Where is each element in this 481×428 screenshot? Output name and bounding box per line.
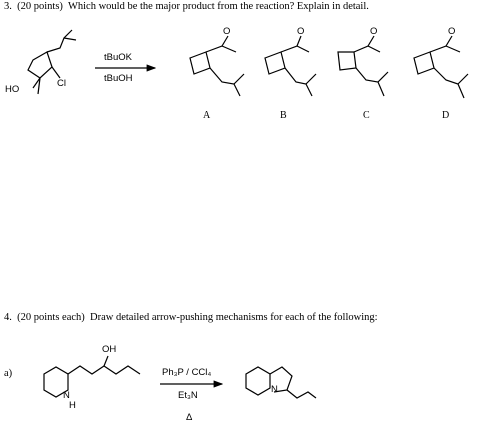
q4a-reagent-mid: Et₃N — [178, 390, 198, 401]
q3-reagent-bottom: tBuOH — [104, 73, 133, 84]
question-3-text: Which would be the major product from th… — [67, 1, 369, 12]
product-n-label: N — [271, 384, 278, 395]
q3-reagent-top: tBuOK — [104, 52, 133, 63]
sm-n-label: N — [63, 390, 70, 401]
sm-cl-label: Cl — [57, 78, 66, 89]
sm-ho-label: HO — [5, 84, 19, 95]
question-3-line: 3. (20 points) Which would be the major … — [4, 1, 369, 12]
q3-reaction-arrow: tBuOK tBuOH — [95, 52, 157, 84]
q4a-reaction-arrow: Ph₃P / CCl₄ Et₃N Δ — [160, 367, 224, 423]
product-a-oxygen: O — [223, 26, 230, 37]
q3-starting-material: HO Cl — [5, 29, 77, 95]
sm-oh-label: OH — [102, 344, 116, 355]
q4a-product: N — [245, 366, 317, 399]
product-b-oxygen: O — [297, 26, 304, 37]
product-b: O B — [264, 26, 317, 121]
question-4-line: 4. (20 points each) Draw detailed arrow-… — [4, 312, 378, 323]
q4a-reagent-bottom: Δ — [186, 412, 193, 423]
q4a-starting-material: OH N H — [43, 344, 141, 411]
option-d-label: D — [442, 110, 449, 121]
product-c-oxygen: O — [370, 26, 377, 37]
question-4-text: Draw detailed arrow-pushing mechanisms f… — [90, 312, 378, 323]
option-c-label: C — [363, 110, 370, 121]
sm-nh-h-label: H — [69, 400, 76, 411]
question-4-number: 4. — [4, 312, 12, 323]
product-d: O D — [413, 26, 469, 121]
question-3-number: 3. — [4, 1, 12, 12]
option-b-label: B — [280, 110, 287, 121]
option-a-label: A — [203, 110, 211, 121]
product-a: O A — [189, 26, 245, 121]
q4a-reagent-top: Ph₃P / CCl₄ — [162, 367, 211, 378]
product-c: O C — [337, 26, 389, 121]
question-4-points: (20 points each) — [17, 312, 85, 323]
product-d-oxygen: O — [448, 26, 455, 37]
question-3-points: (20 points) — [17, 1, 63, 12]
part-a-label: a) — [4, 368, 13, 379]
